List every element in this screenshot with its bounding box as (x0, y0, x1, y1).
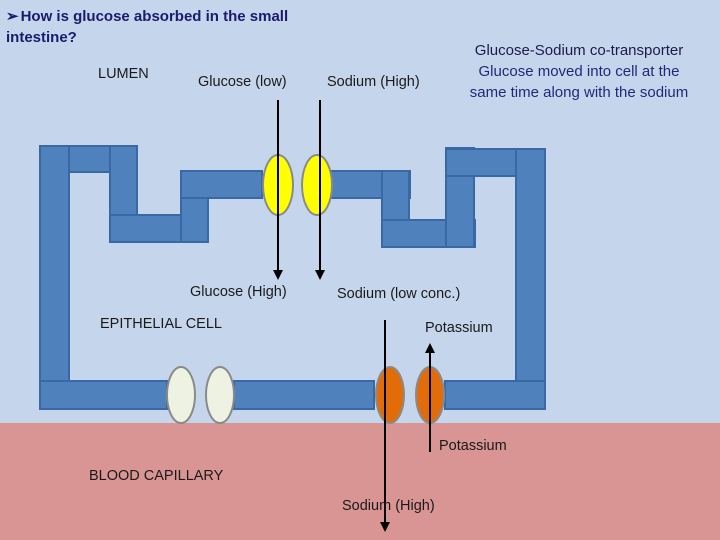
question-text: How is glucose absorbed in the small int… (6, 8, 289, 46)
membrane-segment (39, 145, 70, 410)
arrow-bullet-icon: ➢ (6, 8, 19, 25)
cotransporter-line1: Glucose moved into cell at the (478, 63, 680, 80)
sodium-potassium-pump (375, 366, 405, 424)
potassium-in-label: Potassium (425, 320, 493, 336)
sodium-high-top-label: Sodium (High) (327, 74, 420, 90)
epithelial-cell-label: EPITHELIAL CELL (100, 316, 222, 332)
glucose-high-label: Glucose (High) (190, 284, 287, 300)
question-title: ➢How is glucose absorbed in the small in… (6, 6, 306, 48)
sodium-transporter (301, 154, 333, 216)
blood-capillary-label: BLOOD CAPILLARY (89, 468, 224, 484)
membrane-segment (515, 148, 546, 410)
membrane-segment (39, 380, 168, 410)
cotransporter-title: Glucose-Sodium co-transporter (474, 42, 684, 59)
glucose-channel (166, 366, 196, 424)
glucose-low-label: Glucose (low) (198, 74, 287, 90)
glucose-channel (205, 366, 235, 424)
membrane-segment (180, 170, 263, 199)
cotransporter-caption: Glucose-Sodium co-transporter Glucose mo… (450, 40, 708, 103)
blood-capillary-region (0, 423, 720, 540)
membrane-segment (233, 380, 375, 410)
membrane-segment (444, 380, 546, 410)
cotransporter-line2: same time along with the sodium (469, 84, 689, 101)
sodium-high-bottom-label: Sodium (High) (342, 498, 435, 514)
potassium-out-label: Potassium (439, 438, 507, 454)
sodium-low-label: Sodium (low conc.) (337, 286, 461, 302)
lumen-label: LUMEN (98, 66, 149, 82)
